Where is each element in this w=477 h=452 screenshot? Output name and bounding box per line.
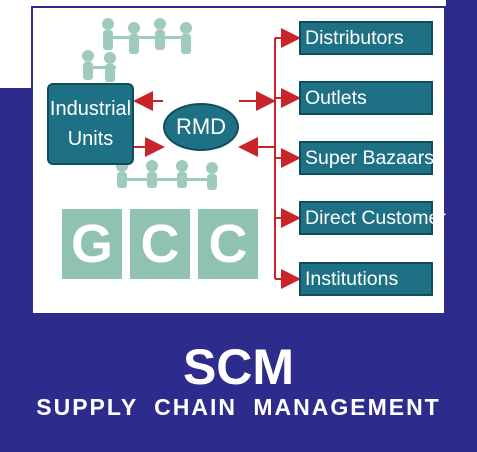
watermark-letter-g: G — [62, 209, 122, 279]
destination-institutions: Institutions — [299, 262, 433, 296]
industrial-units-line2: Units — [67, 128, 114, 150]
watermark-letter-c: C — [130, 209, 190, 279]
industrial-units-line1: Industrial — [49, 98, 132, 120]
destination-label: Outlets — [305, 86, 367, 109]
destination-label: Distributors — [305, 26, 404, 49]
destination-direct-customer: Direct Customer — [299, 201, 446, 235]
destination-outlets: Outlets — [299, 81, 433, 115]
watermark-letter-c-2: C — [198, 209, 258, 279]
title-main: SCM — [182, 339, 295, 395]
destination-label: Institutions — [305, 267, 399, 290]
rmd-hub-node: RMD — [163, 103, 239, 151]
destination-label: Super Bazaars — [305, 146, 434, 169]
destination-distributors: Distributors — [299, 21, 433, 55]
title-subtitle: SUPPLY CHAIN MANAGEMENT — [36, 394, 441, 420]
destination-super-bazaars: Super Bazaars — [299, 141, 434, 175]
destination-label: Direct Customer — [305, 206, 446, 229]
rmd-label: RMD — [175, 114, 227, 139]
industrial-units-node: Industrial Units — [47, 83, 134, 165]
